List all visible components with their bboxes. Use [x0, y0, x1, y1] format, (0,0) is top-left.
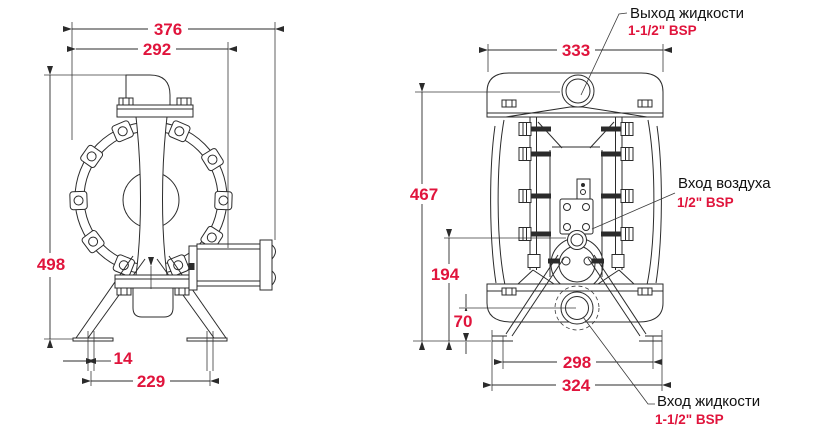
- air-inlet-port: [567, 230, 587, 250]
- dim-overall-height: 498: [37, 255, 65, 274]
- front-extension-lines: [413, 44, 664, 391]
- dim-outlet-height: 467: [410, 185, 438, 204]
- side-view: 376 292 498 14 229: [32, 20, 284, 391]
- inlet-leader-line: [582, 316, 655, 405]
- air-valve: [559, 178, 594, 250]
- air-leader-line: [591, 192, 676, 230]
- outlet-thread: 1-1/2" BSP: [628, 23, 697, 38]
- inlet-cup: [132, 287, 174, 318]
- muffler: [188, 239, 276, 291]
- callout-leaders: [580, 12, 676, 405]
- side-feet: [72, 331, 228, 371]
- center-section: [505, 106, 648, 287]
- dim-foot-slot: 14: [114, 349, 133, 368]
- liquid-inlet-port: [554, 285, 600, 331]
- front-legs: [492, 254, 662, 342]
- top-flange: [116, 104, 194, 118]
- bottom-flange: [114, 274, 190, 289]
- dim-air-inlet-height: 194: [431, 265, 460, 284]
- dim-foot-spacing-front: 298: [563, 353, 591, 372]
- dim-foot-outer-width: 324: [562, 376, 591, 395]
- dim-foot-spacing: 229: [137, 372, 165, 391]
- liquid-outlet-port: [561, 74, 595, 108]
- support-legs: [75, 255, 227, 339]
- outlet-label: Выход жидкости: [630, 5, 744, 22]
- callout-labels: Выход жидкости 1-1/2" BSP Вход воздуха 1…: [628, 5, 771, 427]
- dim-liquid-inlet-height: 70: [454, 312, 473, 331]
- dim-body-width: 292: [143, 40, 171, 59]
- inlet-label: Вход жидкости: [657, 393, 760, 410]
- front-view: 333 467 194 70 298 324 Выход: [404, 5, 771, 427]
- outlet-elbow: [125, 74, 171, 108]
- dim-top-width: 333: [562, 41, 590, 60]
- center-column: [135, 116, 168, 276]
- air-thread: 1/2" BSP: [677, 195, 734, 210]
- inlet-thread: 1-1/2" BSP: [655, 412, 724, 427]
- side-dimensions: 376 292 498 14 229: [32, 20, 284, 391]
- outlet-leader-line: [580, 12, 628, 96]
- dim-overall-width: 376: [154, 20, 182, 39]
- air-label: Вход воздуха: [678, 175, 771, 192]
